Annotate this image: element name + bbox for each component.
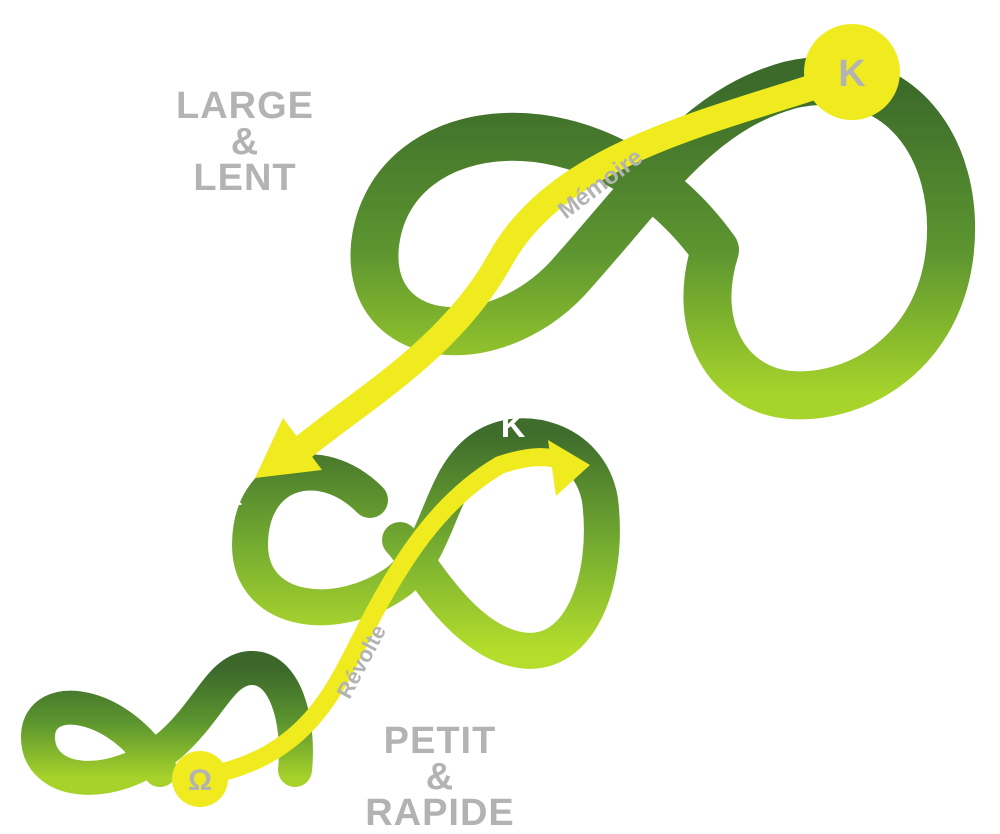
small-scale-line3: RAPIDE xyxy=(340,795,540,831)
large-scale-line3: LENT xyxy=(160,160,330,196)
small-scale-line1: PETIT xyxy=(340,723,540,759)
k-large-label: K xyxy=(838,53,866,95)
k-small-label: K xyxy=(501,407,526,445)
large-scale-line1: LARGE xyxy=(160,88,330,124)
omega-label: Ω xyxy=(188,764,212,797)
large-scale-line2: & xyxy=(160,124,330,160)
small-scale-line2: & xyxy=(340,759,540,795)
alpha-label: α xyxy=(223,478,243,513)
large-scale-label: LARGE & LENT xyxy=(160,88,330,196)
small-scale-label: PETIT & RAPIDE xyxy=(340,723,540,831)
